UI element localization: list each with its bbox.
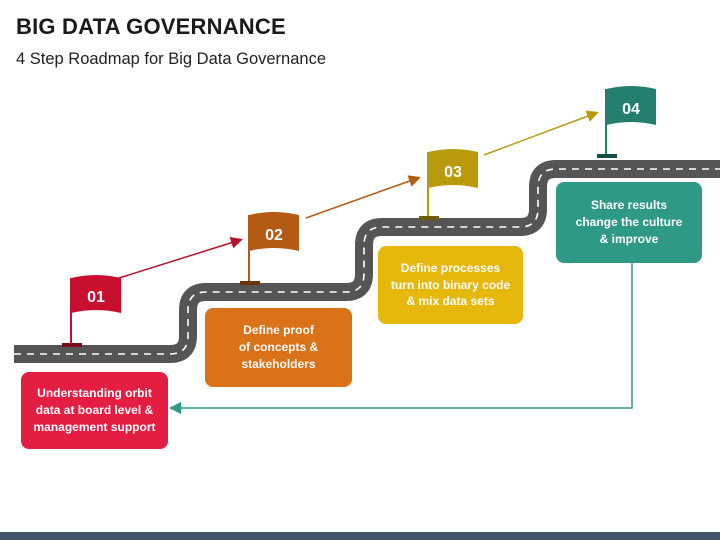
step-04-box: Share results change the culture & impro… (556, 182, 702, 263)
flag-04-base (597, 154, 617, 158)
arrow-02-to-03 (305, 175, 421, 219)
flag-02: 02 (240, 212, 299, 285)
flag-01-banner (71, 275, 121, 313)
flag-04: 04 (597, 86, 656, 158)
arrow-01-to-02 (99, 236, 243, 285)
footer-bar (0, 532, 720, 540)
flag-04-label: 04 (622, 101, 640, 118)
flag-01-base (62, 343, 82, 347)
arrow-03-to-04 (483, 110, 599, 156)
flag-03: 03 (419, 149, 478, 220)
step-03-box: Define processes turn into binary code &… (378, 246, 523, 324)
flag-03-label: 03 (444, 164, 462, 181)
flag-02-base (240, 281, 260, 285)
return-arrow (169, 263, 633, 414)
page-subtitle: 4 Step Roadmap for Big Data Governance (16, 50, 327, 68)
page-title: BIG DATA GOVERNANCE (16, 14, 286, 39)
step-02-box: Define proof of concepts & stakeholders (205, 308, 352, 387)
step-01-box: Understanding orbit data at board level … (21, 372, 168, 449)
flag-03-banner (428, 149, 478, 188)
road-centerline (14, 168, 720, 355)
flag-01-label: 01 (87, 289, 105, 306)
flag-04-banner (606, 86, 656, 125)
flag-01: 01 (62, 275, 121, 347)
flag-02-label: 02 (265, 227, 283, 244)
flag-02-banner (249, 212, 299, 251)
flag-03-base (419, 216, 439, 220)
